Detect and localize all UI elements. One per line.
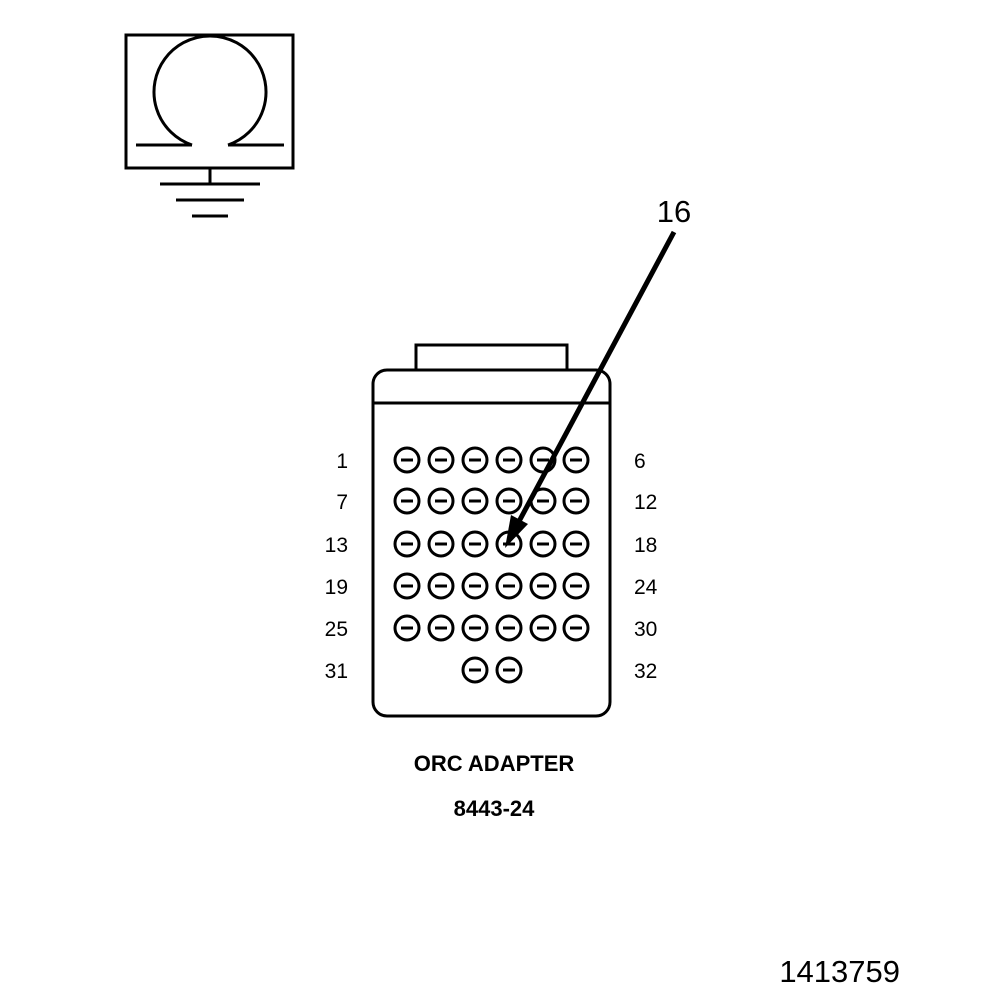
connector-pin-7 [393,487,421,515]
row-label-right: 32 [634,660,657,683]
row-label-left: 1 [336,450,348,473]
connector-pin-19 [393,572,421,600]
left-pin-labels: 1 7 13 19 25 31 [325,450,348,683]
connector-pin-24 [562,572,590,600]
callout-arrow [505,230,677,548]
row-label-left: 19 [325,576,348,599]
ground-icon [160,168,260,218]
row-label-right: 18 [634,534,657,557]
connector-pin-29 [529,614,557,642]
connector-pin-14 [427,530,455,558]
connector-pin-23 [529,572,557,600]
pin-grid [393,446,590,684]
row-label-left: 31 [325,660,348,683]
connector-pin-8 [427,487,455,515]
ohmmeter-icon [124,33,295,170]
row-label-left: 7 [336,491,348,514]
connector-pin-15 [461,530,489,558]
adapter-name: ORC ADAPTER [414,751,575,776]
connector-pin-32 [495,656,523,684]
connector-pin-26 [427,614,455,642]
connector-pin-20 [427,572,455,600]
connector-pin-10 [495,487,523,515]
connector-pin-27 [461,614,489,642]
row-label-right: 12 [634,491,657,514]
orc-adapter-connector [371,343,612,718]
connector-pin-1 [393,446,421,474]
connector-pin-12 [562,487,590,515]
row-label-right: 30 [634,618,657,641]
connector-pin-9 [461,487,489,515]
connector-pin-21 [461,572,489,600]
row-label-left: 13 [325,534,348,557]
connector-pin-6 [562,446,590,474]
adapter-part-number: 8443-24 [454,796,536,821]
connector-pin-2 [427,446,455,474]
right-pin-labels: 6 12 18 24 30 32 [634,450,658,683]
connector-pin-25 [393,614,421,642]
connector-pin-28 [495,614,523,642]
connector-pin-17 [529,530,557,558]
row-label-right: 24 [634,576,658,599]
connector-pin-31 [461,656,489,684]
connector-pin-4 [495,446,523,474]
row-label-right: 6 [634,450,646,473]
connector-pin-13 [393,530,421,558]
connector-pin-22 [495,572,523,600]
connector-pin-18 [562,530,590,558]
row-label-left: 25 [325,618,348,641]
connector-pin-30 [562,614,590,642]
callout-label: 16 [657,194,691,229]
figure-id: 1413759 [779,954,900,989]
connector-pin-3 [461,446,489,474]
